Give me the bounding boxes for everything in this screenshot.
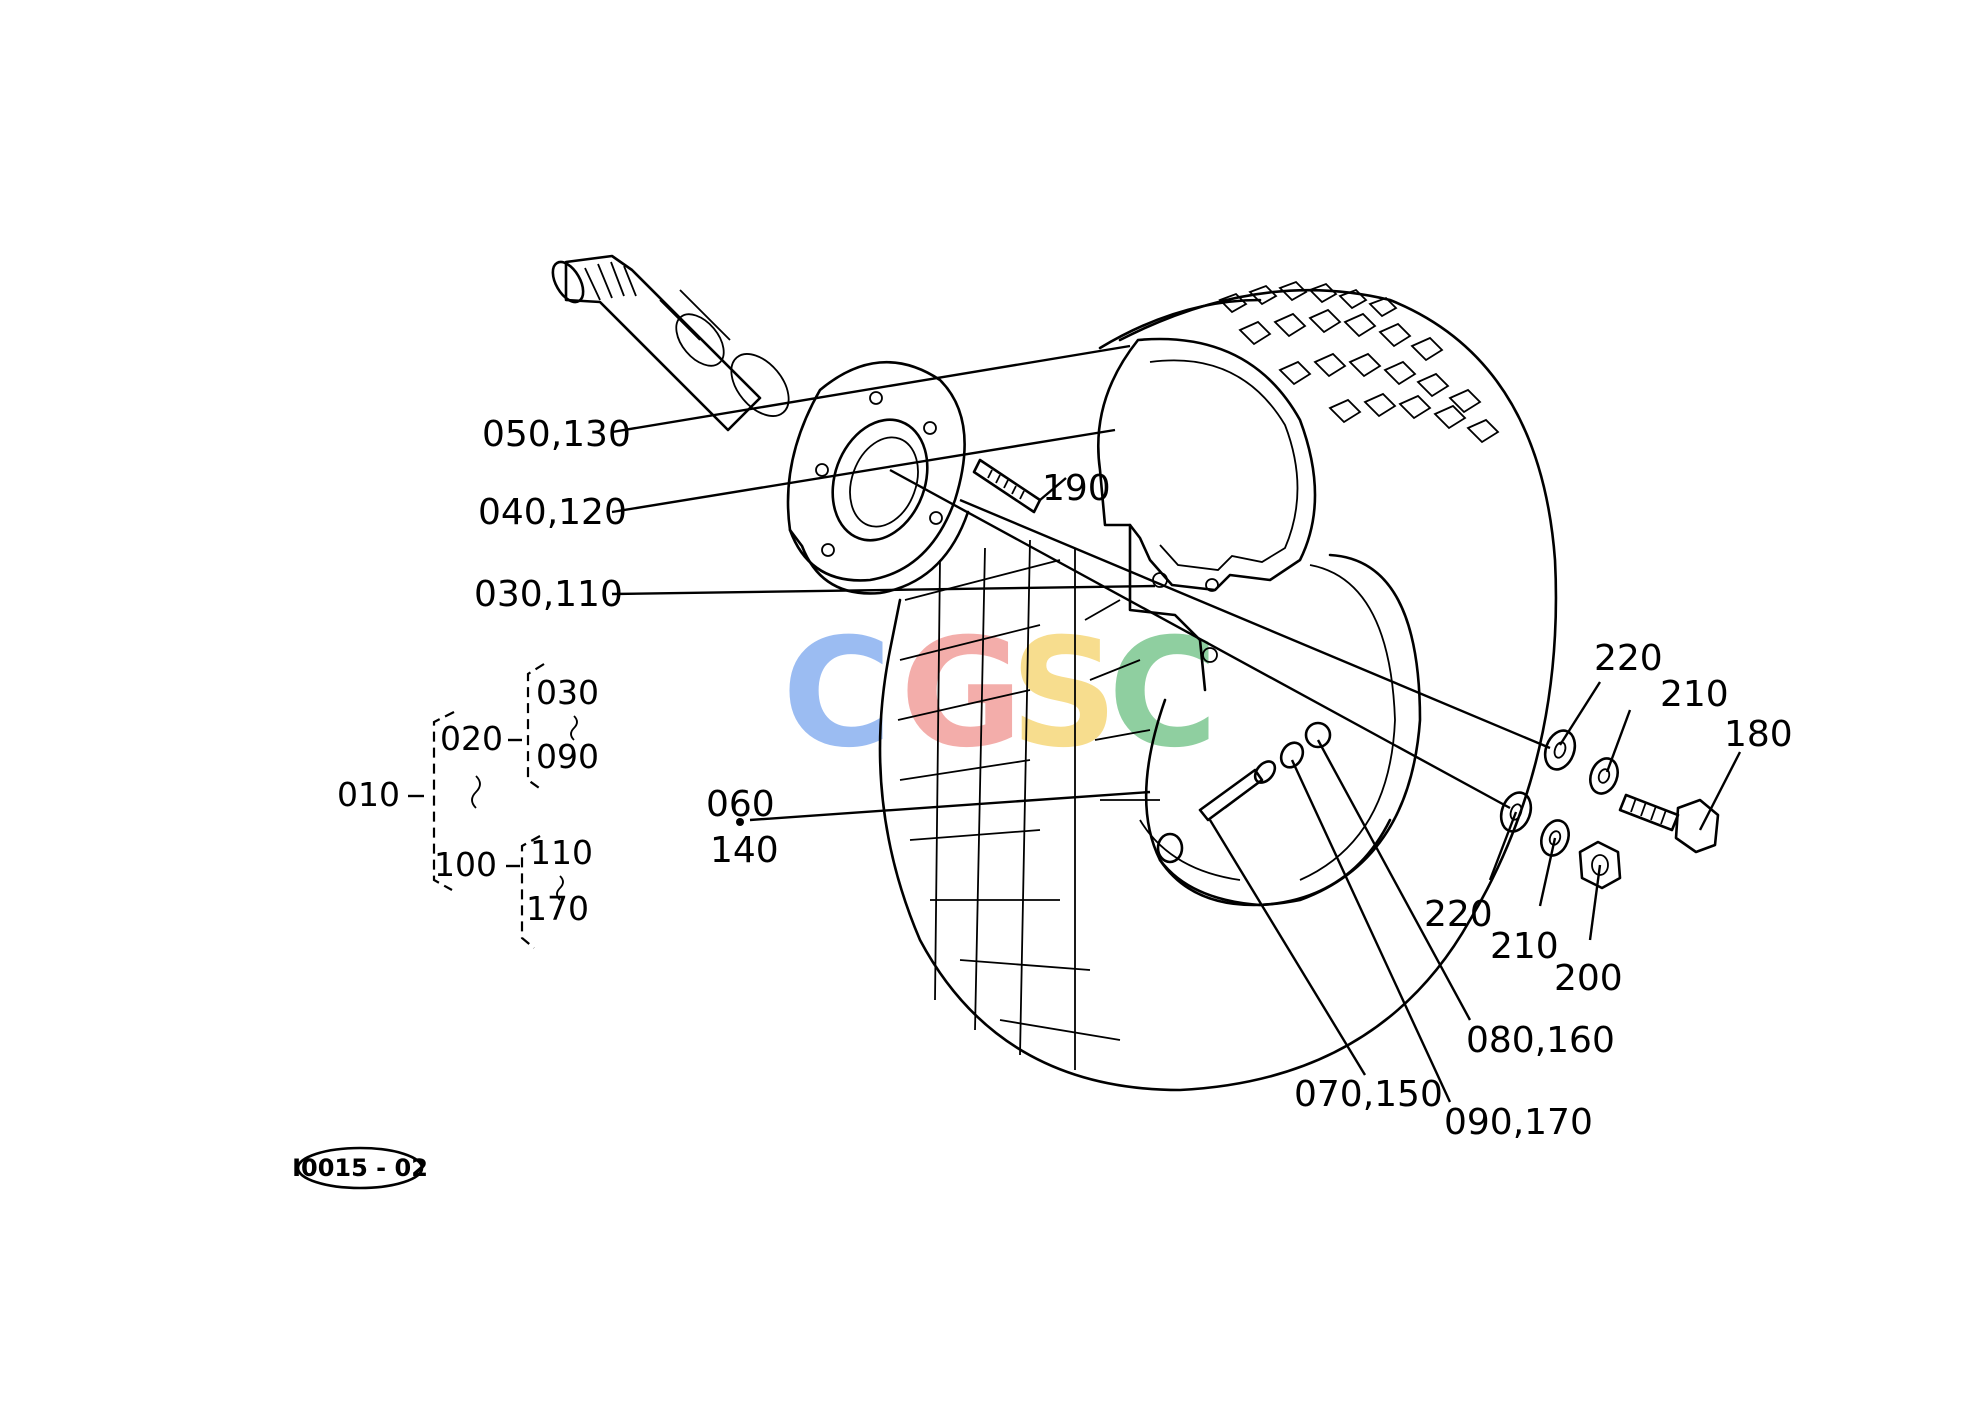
axle-shaft	[551, 254, 790, 432]
tree-group-b-to: 170	[526, 889, 589, 928]
label-090-170: 090,170	[1444, 1102, 1593, 1143]
watermark-letter-g: G	[900, 607, 1023, 781]
label-210-top: 210	[1660, 674, 1729, 715]
label-070-150: 070,150	[1294, 1074, 1443, 1115]
tree-group-b-from: 110	[530, 833, 593, 872]
watermark-letter-c1: C	[782, 607, 892, 781]
hub-flange	[786, 360, 970, 595]
label-220-bottom: 220	[1424, 894, 1493, 935]
tree-group-b: 100	[434, 845, 497, 884]
tire	[878, 280, 1558, 1092]
valve-parts	[1156, 721, 1332, 864]
label-060: 060	[706, 784, 775, 825]
reference-badge: I0015 - 02	[292, 1146, 428, 1190]
assembly-tree: 010 020 030 090 100 110 170	[337, 663, 599, 949]
part-labels: 050,130 040,120 030,110 190 060 140 220 …	[474, 414, 1793, 1143]
tree-group-a-to: 090	[536, 737, 599, 776]
watermark-letter-c2: C	[1108, 607, 1218, 781]
leader-lines	[611, 344, 1742, 1103]
label-200: 200	[1554, 958, 1623, 999]
tree-root: 010	[337, 775, 400, 814]
label-080-160: 080,160	[1466, 1020, 1615, 1061]
tree-group-a-from: 030	[536, 673, 599, 712]
label-220-top: 220	[1594, 638, 1663, 679]
label-030-110: 030,110	[474, 574, 623, 615]
label-140: 140	[710, 830, 779, 871]
label-050-130: 050,130	[482, 414, 631, 455]
stud-190	[972, 458, 1042, 514]
reference-code: I0015 - 02	[292, 1154, 428, 1182]
label-180: 180	[1724, 714, 1793, 755]
label-040-120: 040,120	[478, 492, 627, 533]
fasteners	[1499, 729, 1720, 890]
label-210-bottom: 210	[1490, 926, 1559, 967]
watermark: C G S C	[782, 607, 1218, 781]
tree-group-a: 020	[440, 719, 503, 758]
label-190: 190	[1042, 468, 1111, 509]
